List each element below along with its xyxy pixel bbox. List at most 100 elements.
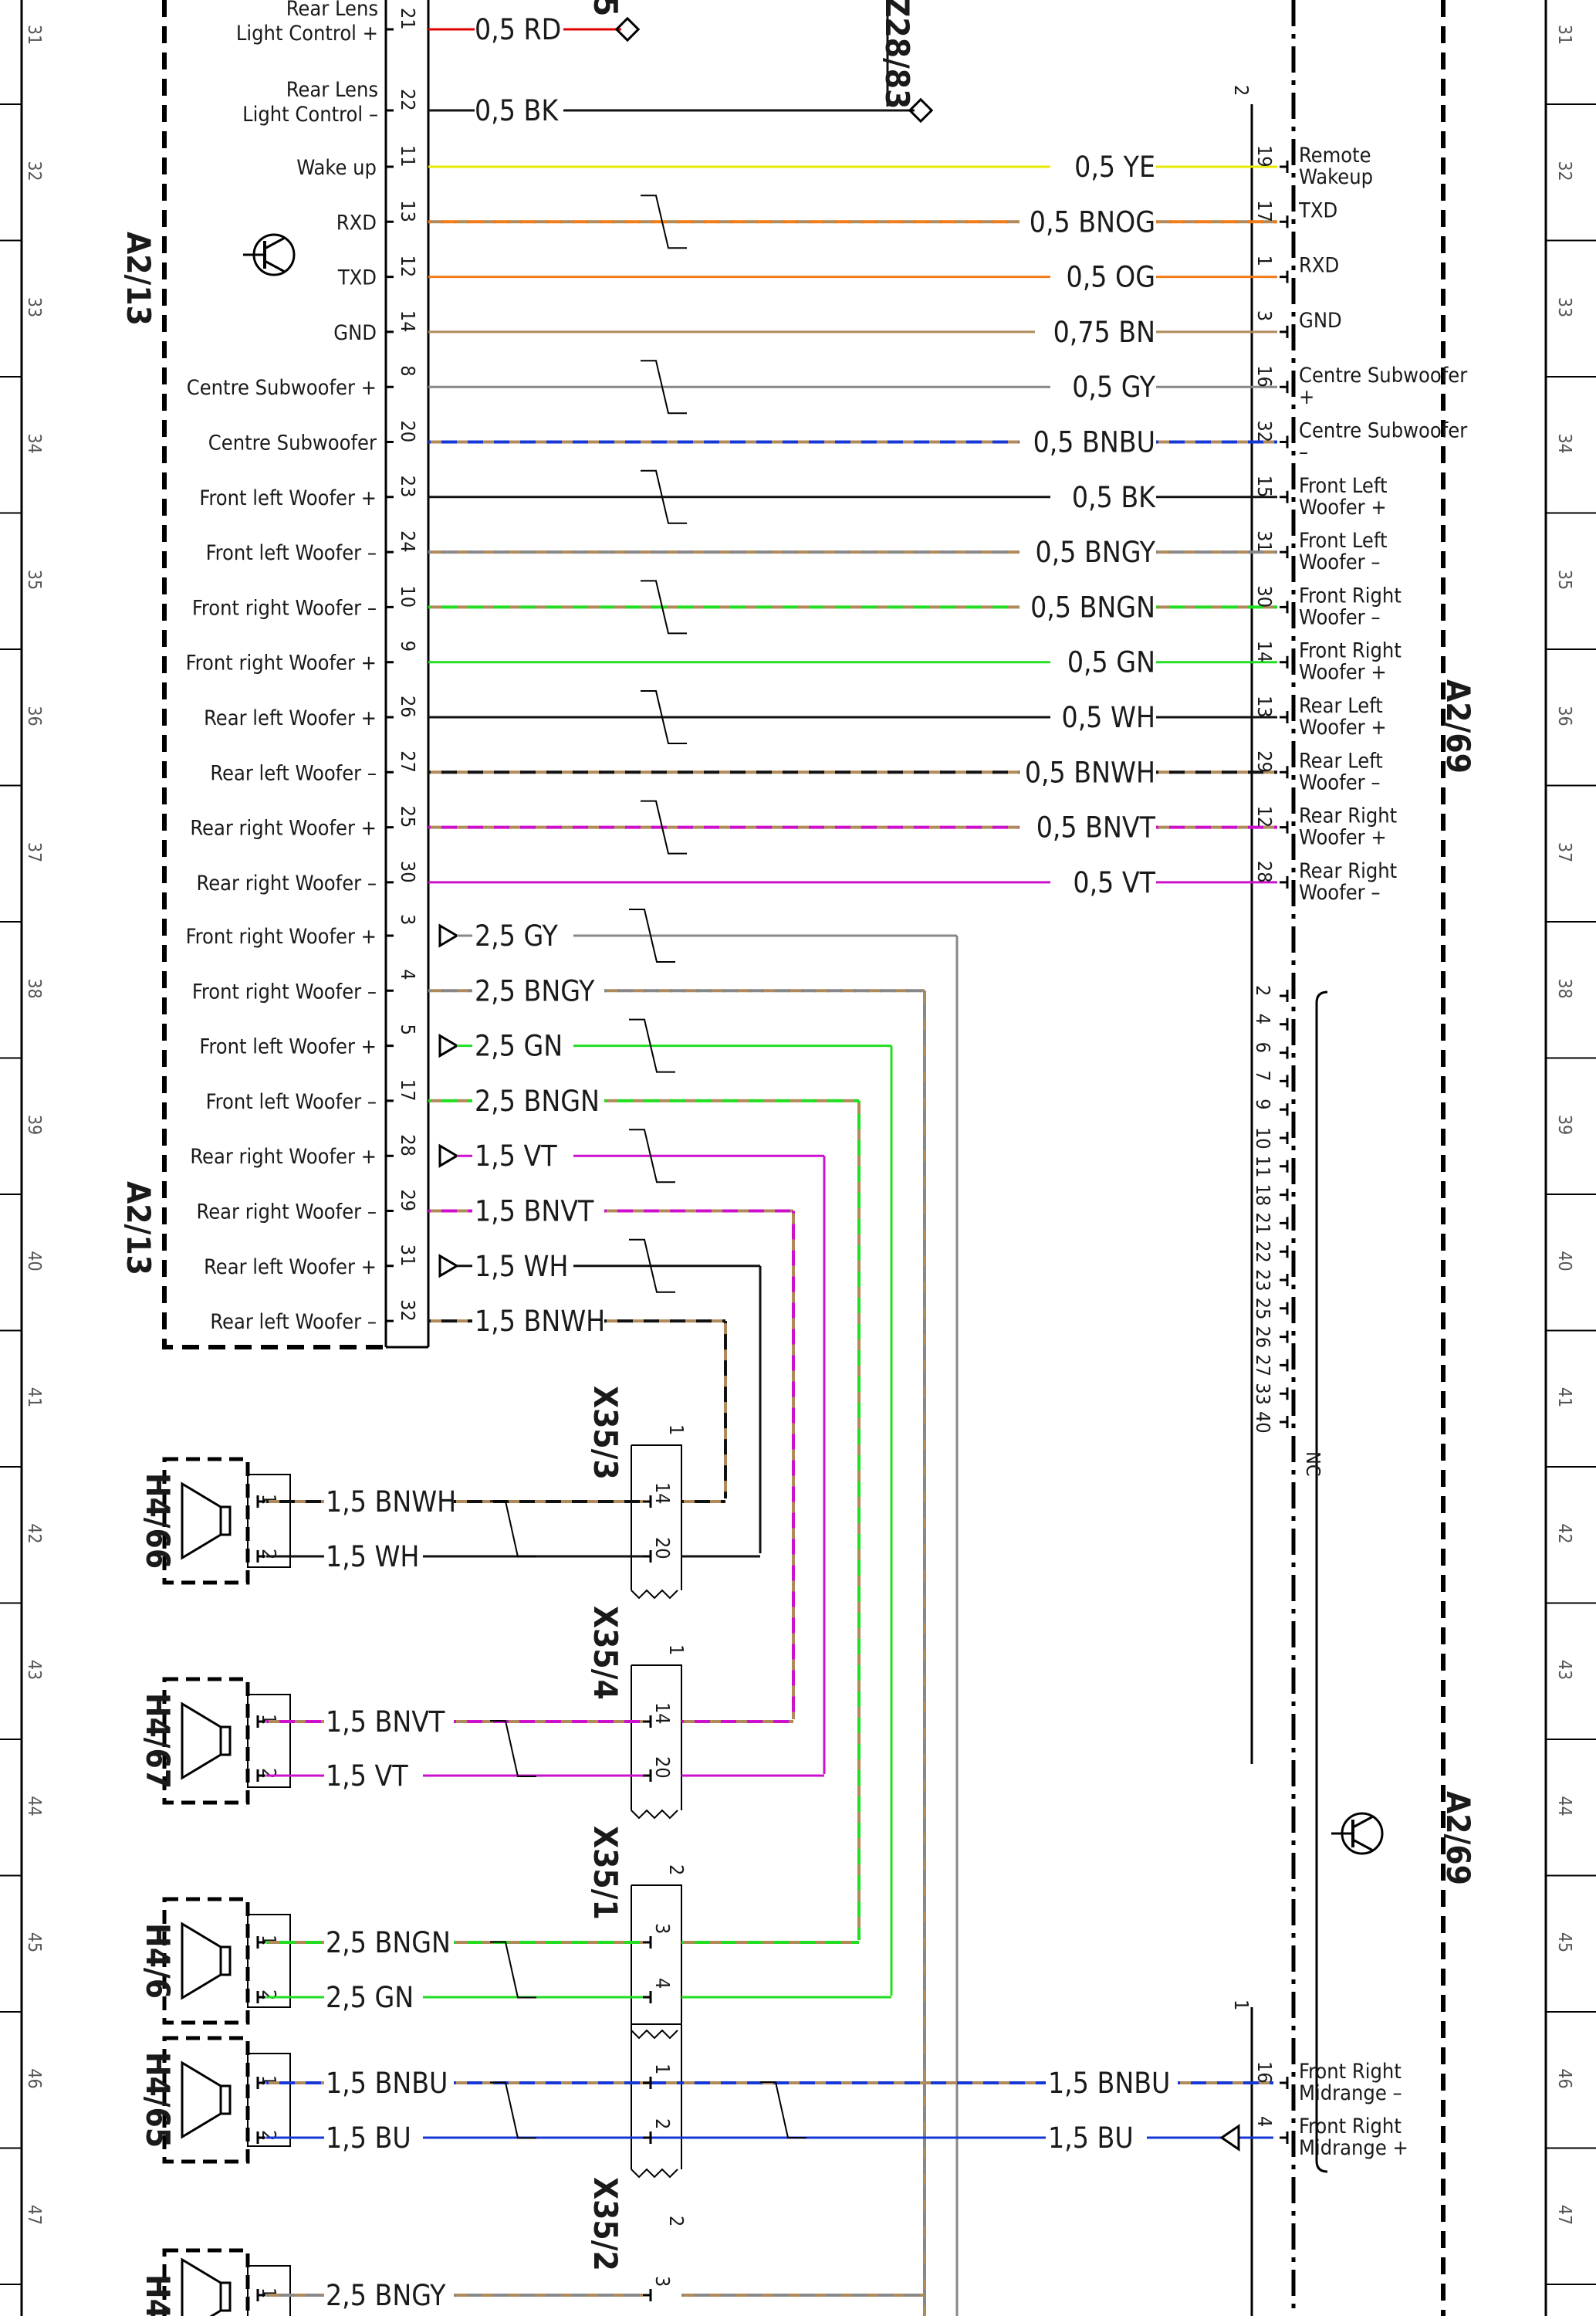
a2-13-output-label: Rear left Woofer + xyxy=(204,1255,377,1279)
wire-spec-label: 0,5 BNGY xyxy=(1036,536,1156,569)
wire-spec-label: 0,5 GY xyxy=(1072,371,1155,404)
right-connector-top-pin: 2 xyxy=(1230,85,1253,96)
connector-pin xyxy=(384,161,394,173)
connector-pin xyxy=(256,2077,265,2089)
a2-69-pin-label: Rear Right xyxy=(1299,859,1397,883)
grid-row-number: 33 xyxy=(1554,297,1574,317)
grid-row-number: 36 xyxy=(1554,706,1574,726)
module-pin-number: 8 xyxy=(397,365,419,376)
drawing-frame xyxy=(20,0,1547,2316)
speaker-reference: H4/67 xyxy=(139,1693,177,1789)
connector-pin xyxy=(1280,325,1289,338)
a2-69-pin-label: Rear Right xyxy=(1299,804,1397,828)
grid-row-number: 43 xyxy=(1554,1660,1574,1680)
twisted-pair-marker xyxy=(629,1129,675,1183)
a2-69-pin-label: + xyxy=(1299,385,1314,409)
connector-pin xyxy=(384,104,394,117)
connector-pin xyxy=(384,655,394,669)
connector-pin xyxy=(1280,711,1289,723)
connector-pin xyxy=(1280,601,1289,614)
module-pin-number: 31 xyxy=(397,1244,419,1267)
connector-pin xyxy=(1280,215,1289,229)
module-pin-number: 29 xyxy=(1253,750,1276,773)
rear-lens-label: Rear Lens xyxy=(286,78,378,102)
module-pin-number: 27 xyxy=(397,750,419,773)
grid-row-number: 40 xyxy=(24,1251,44,1271)
connector-pin xyxy=(256,1715,265,1728)
ref-a2-13-top: A2/13 xyxy=(120,232,157,326)
speaker-reference: H4/6 xyxy=(139,1923,177,1999)
connector-pin xyxy=(1280,1302,1289,1315)
connector-pin xyxy=(643,1550,652,1563)
amplifier-output-icon xyxy=(438,923,459,948)
grid-row-number: 38 xyxy=(24,978,44,998)
module-pin-number: 28 xyxy=(1253,861,1276,883)
nc-pin-number: 2 xyxy=(1252,985,1274,996)
a2-69-pin-label: RXD xyxy=(1299,254,1339,278)
module-pin-number: 11 xyxy=(397,145,419,168)
nc-pin-number: 21 xyxy=(1252,1212,1274,1234)
wire-spec-label: 0,5 BK xyxy=(1072,481,1156,514)
rear-lens-label: Light Control – xyxy=(242,103,378,127)
module-pin-number: 19 xyxy=(1253,145,1276,168)
module-pin-number: 32 xyxy=(1253,421,1276,443)
inline-connector-pin: 14 xyxy=(651,1482,674,1505)
wire-spec-label: 1,5 WH xyxy=(475,1250,568,1283)
module-pin-number: 28 xyxy=(397,1134,419,1156)
connector-pin xyxy=(256,1495,265,1508)
splice-icon xyxy=(614,16,641,42)
module-pin-number: 12 xyxy=(1253,806,1276,828)
inline-connector-reference: X35/2 xyxy=(587,2177,624,2271)
grid-row-number: 35 xyxy=(24,570,44,590)
connector-pin xyxy=(1280,1046,1289,1059)
loudspeaker-icon xyxy=(181,1922,232,2000)
speaker-housing xyxy=(162,2036,250,2164)
connector-pin xyxy=(1280,1075,1289,1088)
connector-pin xyxy=(384,766,394,779)
connector-pin xyxy=(256,1991,265,2003)
a2-13-output-label: Rear left Woofer – xyxy=(210,1310,377,1334)
grid-row-number: 31 xyxy=(1554,25,1574,45)
wire-spec-label: 2,5 GN xyxy=(326,1981,414,2014)
grid-row-number: 34 xyxy=(1554,433,1574,453)
wire-spec-label: 0,5 BNGN xyxy=(1030,591,1155,624)
a2-69-pin-label: Front Right xyxy=(1299,2115,1402,2138)
grid-row-number: 44 xyxy=(1554,1796,1574,1816)
inline-connector-reference: X35/3 xyxy=(587,1386,624,1480)
module-pin-number: 24 xyxy=(397,530,419,553)
connector-pin xyxy=(384,1150,394,1163)
nc-pin-number: 4 xyxy=(1252,1014,1274,1024)
inline-connector-body xyxy=(631,2023,682,2169)
grid-row-number: 44 xyxy=(24,1796,44,1816)
connector-pin xyxy=(384,821,394,834)
a2-69-pin-label: – xyxy=(1299,441,1308,465)
inline-connector-pin: 14 xyxy=(651,1702,674,1725)
a2-69-pin-label: GND xyxy=(1299,309,1342,333)
connector-pin xyxy=(384,546,394,559)
a2-69-pin-label: Woofer + xyxy=(1299,661,1387,685)
inline-connector-pin: 1 xyxy=(651,2064,674,2074)
connector-pin xyxy=(1280,875,1289,889)
wire-spec-label: 0,5 RD xyxy=(475,13,561,46)
inline-connector-pin: 3 xyxy=(651,2276,674,2287)
ref-z-5: 5 xyxy=(587,0,624,16)
wire-spec-label: 1,5 WH xyxy=(326,1540,419,1573)
twisted-pair-marker xyxy=(760,2081,806,2138)
connector-pin xyxy=(256,2289,265,2301)
grid-row-number: 41 xyxy=(1554,1387,1574,1407)
speaker-pin-number: 1 xyxy=(258,1935,280,1945)
connector-pin xyxy=(643,2289,652,2301)
connector-pin xyxy=(256,1936,265,1949)
twisted-pair-marker xyxy=(641,360,687,415)
connector-pin xyxy=(384,23,394,36)
connector-pin xyxy=(1280,766,1289,779)
connector-pin xyxy=(256,1769,265,1782)
twisted-pair-marker xyxy=(490,1941,536,1999)
a2-13-pin-label: Front left Woofer + xyxy=(199,486,377,510)
wire-spec-label: 1,5 BNWH xyxy=(326,1485,456,1519)
connector-pin xyxy=(1280,381,1289,394)
loudspeaker-icon xyxy=(181,2060,232,2139)
